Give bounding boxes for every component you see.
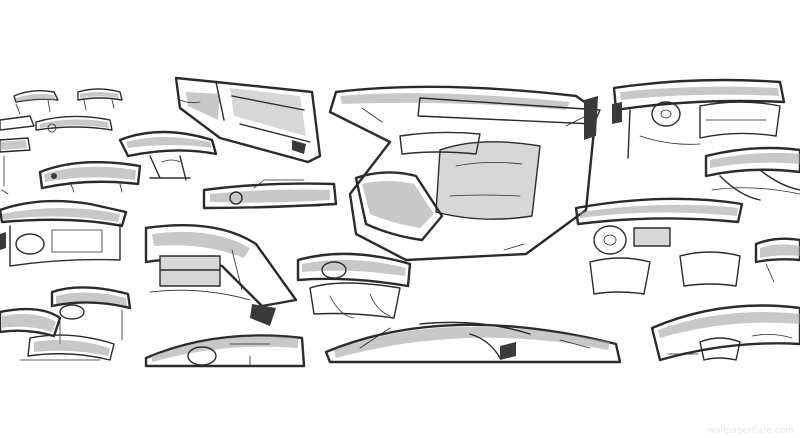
sketch-bottom-wheel-left	[144, 334, 306, 368]
sketch-bottom-center-interior	[324, 321, 622, 364]
sketch-dashboard-top	[174, 76, 322, 164]
sketch-bottom-left-1	[50, 286, 132, 345]
sketch-right-cockpit-wheel	[574, 197, 744, 295]
sketch-right-seats	[704, 146, 800, 201]
sketch-cockpit-top-right	[612, 78, 786, 159]
watermark-text: wallpaperflare.com	[707, 426, 794, 436]
sketch-console-small	[118, 130, 218, 181]
sketch-small-dash-4	[0, 115, 35, 195]
sketch-door-study	[144, 224, 298, 326]
sketch-right-edge-dash	[754, 237, 800, 283]
sketch-cockpit-wheel-center	[296, 252, 412, 319]
sketch-small-dash-3	[35, 115, 113, 133]
sketch-small-dash-1	[13, 89, 59, 115]
sketch-hero-interior	[328, 85, 601, 262]
sketch-console-sleek	[202, 179, 338, 210]
sketch-interior-left	[0, 199, 128, 267]
sketch-bottom-left-2	[0, 307, 115, 361]
sketch-small-dash-2	[77, 88, 123, 111]
sketch-bottom-right-interior	[650, 304, 800, 362]
sketch-wing-dash	[38, 160, 142, 193]
